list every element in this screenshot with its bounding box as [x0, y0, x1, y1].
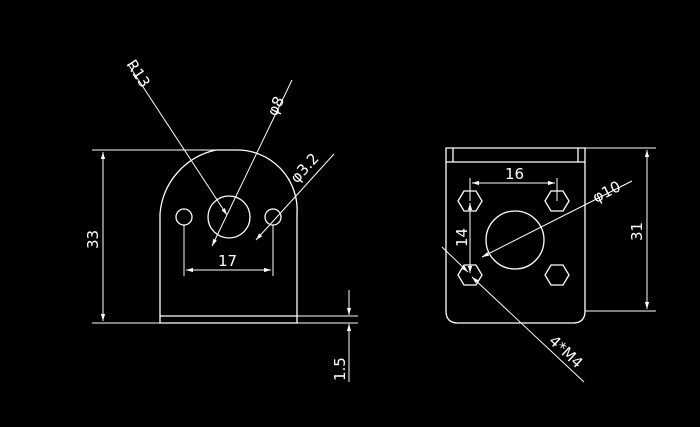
height-label: 33 — [84, 230, 102, 249]
mount-hole-bottom-right — [544, 264, 570, 286]
right-center-hole — [485, 210, 545, 270]
center-hole-leader — [211, 79, 293, 247]
left-center-hole — [207, 195, 251, 239]
left-side-hole-right — [264, 208, 282, 226]
left-bracket-outline — [159, 149, 298, 324]
r-mount-holes-leader-outer — [441, 246, 469, 273]
hole-spacing-label: 17 — [218, 252, 237, 270]
radius-label: R13 — [123, 56, 154, 91]
side-hole-label: φ3.2 — [287, 150, 323, 187]
mount-hole-top-right — [544, 190, 570, 212]
r-center-hole-label: φ10 — [590, 177, 624, 206]
right-bracket-view: 16 φ10 14 31 4*M4 — [441, 147, 656, 383]
side-hole-leader — [255, 153, 335, 241]
r-mount-holes-leader — [471, 276, 585, 383]
thickness-label: 1.5 — [331, 357, 349, 381]
r-center-hole-leader — [481, 180, 633, 258]
left-side-hole-left — [175, 208, 193, 226]
r-height-label: 31 — [628, 222, 646, 241]
left-bracket-view: R13 φ8 φ3.2 33 17 1.5 — [84, 56, 358, 382]
right-bracket-outline — [445, 147, 586, 324]
radius-leader — [127, 63, 228, 216]
mount-hole-top-left — [457, 190, 483, 212]
r-vertical-spacing-label: 14 — [453, 228, 471, 247]
mount-hole-bottom-left — [457, 264, 483, 286]
center-hole-label: φ8 — [263, 93, 288, 118]
r-hole-spacing-label: 16 — [505, 165, 524, 183]
